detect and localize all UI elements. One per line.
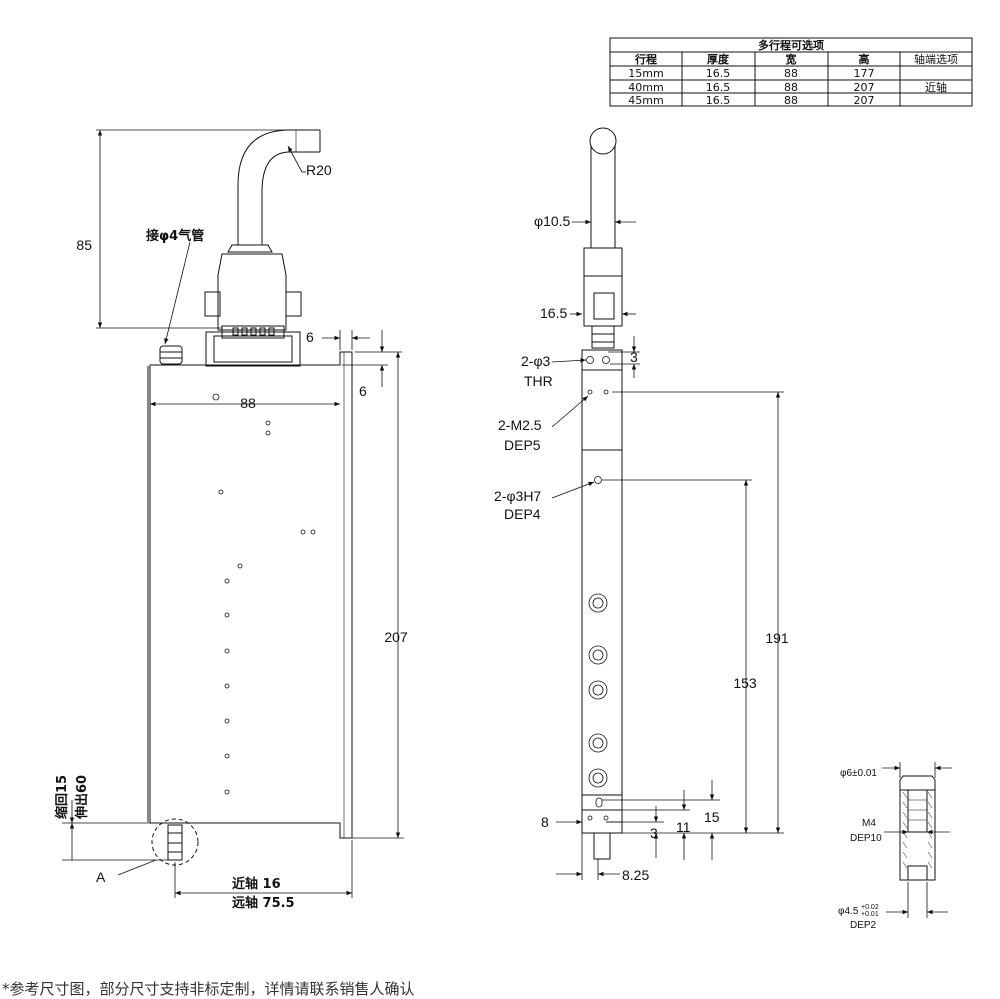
- svg-text:177: 177: [854, 67, 875, 80]
- table-row: 40mm 16.5 88 207 近轴: [628, 80, 947, 94]
- detail-diam-top: φ6±0.01: [840, 768, 877, 779]
- connector: [204, 244, 302, 367]
- side-view: φ10.5 16.5 3 2-φ3 THR 2-M2.5 DEP5 2-φ3H7…: [494, 127, 789, 883]
- svg-text:207: 207: [854, 81, 875, 94]
- cable: [237, 129, 321, 245]
- cylinder-body: [147, 351, 353, 839]
- shaft-dimension: [174, 840, 353, 898]
- dimension-191: [612, 391, 784, 834]
- piston-detail: [117, 818, 199, 876]
- svg-text:88: 88: [784, 81, 798, 94]
- dim-207-label: 207: [384, 629, 408, 645]
- dim-15-label: 15: [704, 809, 720, 825]
- hole-thr-label: 2-φ3: [521, 353, 551, 369]
- dim-3-top-label: 3: [630, 349, 638, 365]
- dimension-8-25: [556, 859, 620, 880]
- detail-tol-upper: +0.02: [861, 904, 879, 911]
- detail-view: φ6±0.01 M4 DEP10 φ4.5 +0.02 +0.01 DEP2: [838, 762, 952, 931]
- svg-text:16.5: 16.5: [706, 94, 731, 107]
- dimension-6-side: [342, 330, 402, 387]
- table-header-width: 宽: [785, 52, 797, 66]
- dim-8-label: 8: [541, 814, 549, 830]
- detail-label-a: A: [96, 869, 106, 885]
- far-shaft-label: 远轴 75.5: [232, 895, 295, 911]
- detail-bottom-depth: DEP2: [850, 920, 877, 931]
- svg-text:88: 88: [784, 94, 798, 107]
- svg-text:16.5: 16.5: [706, 67, 731, 80]
- side-holes: [586, 356, 610, 821]
- mounting-holes: [212, 393, 316, 795]
- dimension-207: [352, 352, 404, 839]
- side-cable: [589, 127, 617, 248]
- stroke-dimension: [62, 800, 170, 861]
- detail-diam-bottom: φ4.5: [838, 906, 859, 917]
- hole-m2-5-label: 2-M2.5: [498, 417, 542, 433]
- svg-text:15mm: 15mm: [628, 67, 663, 80]
- side-connector: [583, 247, 623, 349]
- detail-dims: [882, 762, 952, 918]
- dimension-153: [602, 479, 752, 833]
- detail-tol-lower: +0.01: [861, 911, 879, 918]
- dimension-15: [602, 780, 720, 860]
- air-inlet-leader: [164, 241, 191, 345]
- dim-8-25-label: 8.25: [622, 867, 649, 883]
- table-header-shaft-option: 轴端选项: [914, 52, 958, 66]
- svg-text:88: 88: [784, 67, 798, 80]
- near-shaft-label: 近轴 16: [232, 876, 281, 892]
- hole-m2-5-note: DEP5: [504, 437, 541, 453]
- table-header-height: 高: [859, 52, 870, 66]
- dim-85-label: 85: [76, 237, 92, 253]
- svg-text:207: 207: [854, 94, 875, 107]
- retract-label: 缩回15: [54, 775, 70, 819]
- dim-11-label: 11: [676, 819, 691, 835]
- table-header-stroke: 行程: [634, 52, 657, 66]
- dim-16-5-label: 16.5: [540, 305, 567, 321]
- table-row: 15mm 16.5 88 177: [628, 67, 874, 80]
- dim-6-top-label: 6: [306, 329, 314, 345]
- dimension-3-top: [608, 336, 640, 378]
- diam-10-5-label: φ10.5: [534, 213, 571, 229]
- options-table: [609, 37, 973, 107]
- dim-153-label: 153: [733, 675, 757, 691]
- hole-h7-note: DEP4: [504, 506, 541, 522]
- air-inlet-label: 接φ4气管: [146, 228, 204, 244]
- hole-leaders: [551, 358, 595, 499]
- extend-label: 伸出60: [74, 775, 90, 820]
- dim-3-bottom-label: 3: [650, 825, 658, 841]
- svg-text:40mm: 40mm: [628, 81, 663, 94]
- hole-thr-note: THR: [524, 373, 553, 389]
- dim-6-side-label: 6: [359, 383, 367, 399]
- footer-note: *参考尺寸图，部分尺寸支持非标定制，详情请联系销售人确认: [2, 980, 415, 998]
- front-view: A 85 R20 接φ4气管 6: [54, 129, 408, 911]
- dim-88-label: 88: [240, 395, 256, 411]
- svg-text:45mm: 45mm: [628, 94, 663, 107]
- table-title: 多行程可选项: [758, 38, 824, 52]
- detail-thread-depth: DEP10: [850, 833, 882, 844]
- table-header-thickness: 厚度: [707, 52, 730, 66]
- dimension-11: [610, 790, 690, 860]
- shaft-end-section: [899, 775, 936, 881]
- svg-text:近轴: 近轴: [925, 80, 947, 94]
- table-header-row: 行程 厚度 宽 高 轴端选项: [634, 52, 958, 66]
- radius-leader: [287, 145, 306, 173]
- hole-h7-label: 2-φ3H7: [494, 488, 541, 504]
- air-fitting: [159, 345, 183, 365]
- dimension-85: [96, 129, 296, 329]
- detail-thread: M4: [862, 818, 876, 829]
- radius-label: R20: [306, 162, 332, 178]
- svg-text:16.5: 16.5: [706, 81, 731, 94]
- dim-191-label: 191: [765, 630, 789, 646]
- dimension-6-top: [322, 330, 370, 350]
- dimension-8: [556, 819, 622, 880]
- table-row: 45mm 16.5 88 207: [628, 94, 874, 107]
- side-body: [581, 349, 623, 860]
